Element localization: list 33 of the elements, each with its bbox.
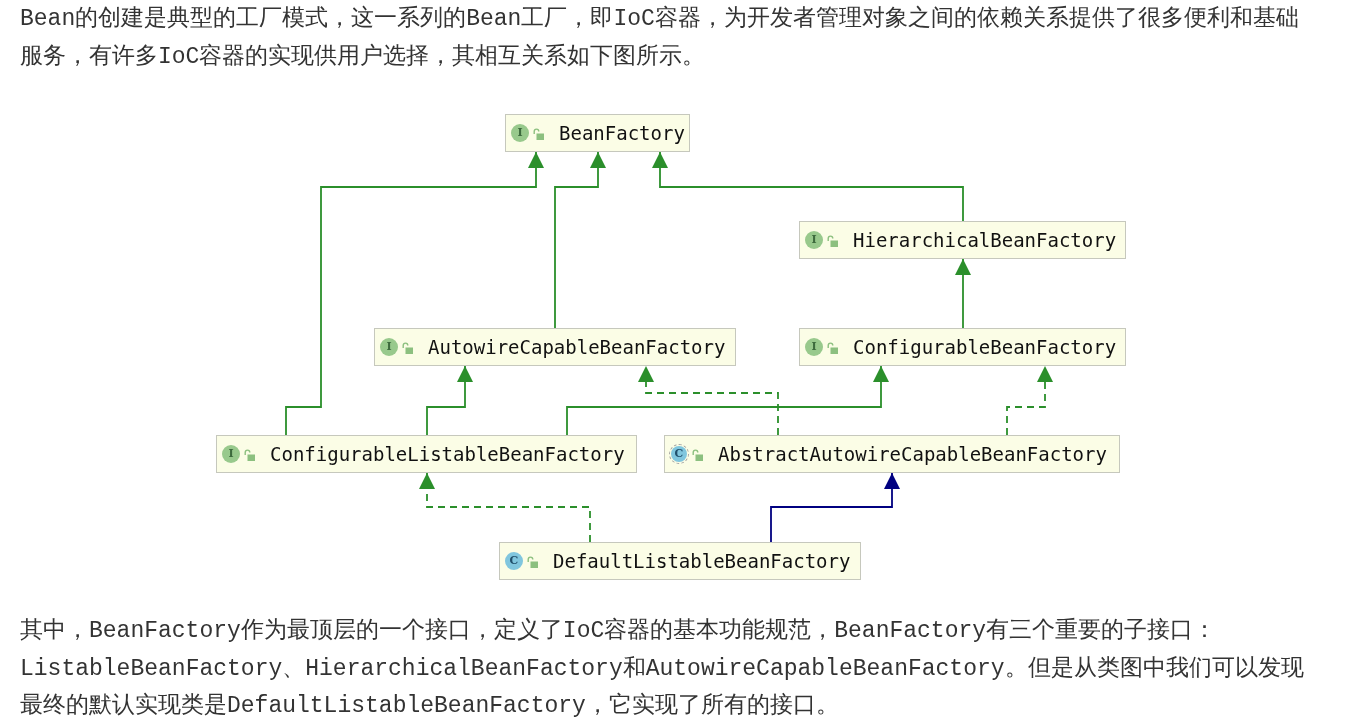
arrow: [652, 151, 964, 222]
arrow: [285, 151, 544, 436]
letter-badge: I: [511, 124, 529, 142]
class-name: DefaultListableBeanFactory: [553, 549, 851, 574]
arrow: [955, 258, 971, 329]
letter-badge: I: [805, 231, 823, 249]
class-box: [499, 542, 861, 580]
class-box: [799, 328, 1126, 366]
letter-badge: C: [505, 552, 523, 570]
arrow: [770, 472, 900, 543]
letter-badge: C: [669, 444, 689, 464]
arrow: [566, 365, 889, 436]
class-box: [799, 221, 1126, 259]
class-name: ConfigurableBeanFactory: [853, 335, 1117, 360]
dashed-arrow: [419, 472, 591, 543]
arrow: [426, 365, 473, 436]
paragraph: Bean的创建是典型的工厂模式，这一系列的Bean工厂，即IoC容器，为开发者管理对象之间的依赖关系提供了很多便利和基础服务，有许多IoC容器的实现供用户选择，其相互关系如下图所示。: [20, 4, 1300, 72]
class-name: ConfigurableListableBeanFactory: [270, 442, 625, 467]
paragraph: 其中，BeanFactory作为最顶层的一个接口，定义了IoC容器的基本功能规范，BeanFactory有三个重要的子接口：ListableBeanFactory、HierarchicalBeanFactory和AutowireCapableBeanFactory。但是从类图中我们可以发现最终的默认实现类是DefaultListableBeanFactory，它实现了所有的接口。: [20, 616, 1305, 721]
letter-badge: I: [222, 445, 240, 463]
class-box: [505, 114, 690, 152]
arrow: [554, 151, 606, 329]
class-name: BeanFactory: [559, 121, 685, 146]
class-box: [664, 435, 1120, 473]
class-name: AutowireCapableBeanFactory: [428, 335, 726, 360]
class-name: HierarchicalBeanFactory: [853, 228, 1117, 253]
dashed-arrow: [638, 365, 779, 436]
dashed-arrow: [1006, 365, 1053, 436]
class-name: AbstractAutowireCapableBeanFactory: [718, 442, 1107, 467]
letter-badge: I: [805, 338, 823, 356]
class-box: [374, 328, 736, 366]
class-box: [216, 435, 637, 473]
letter-badge: I: [380, 338, 398, 356]
